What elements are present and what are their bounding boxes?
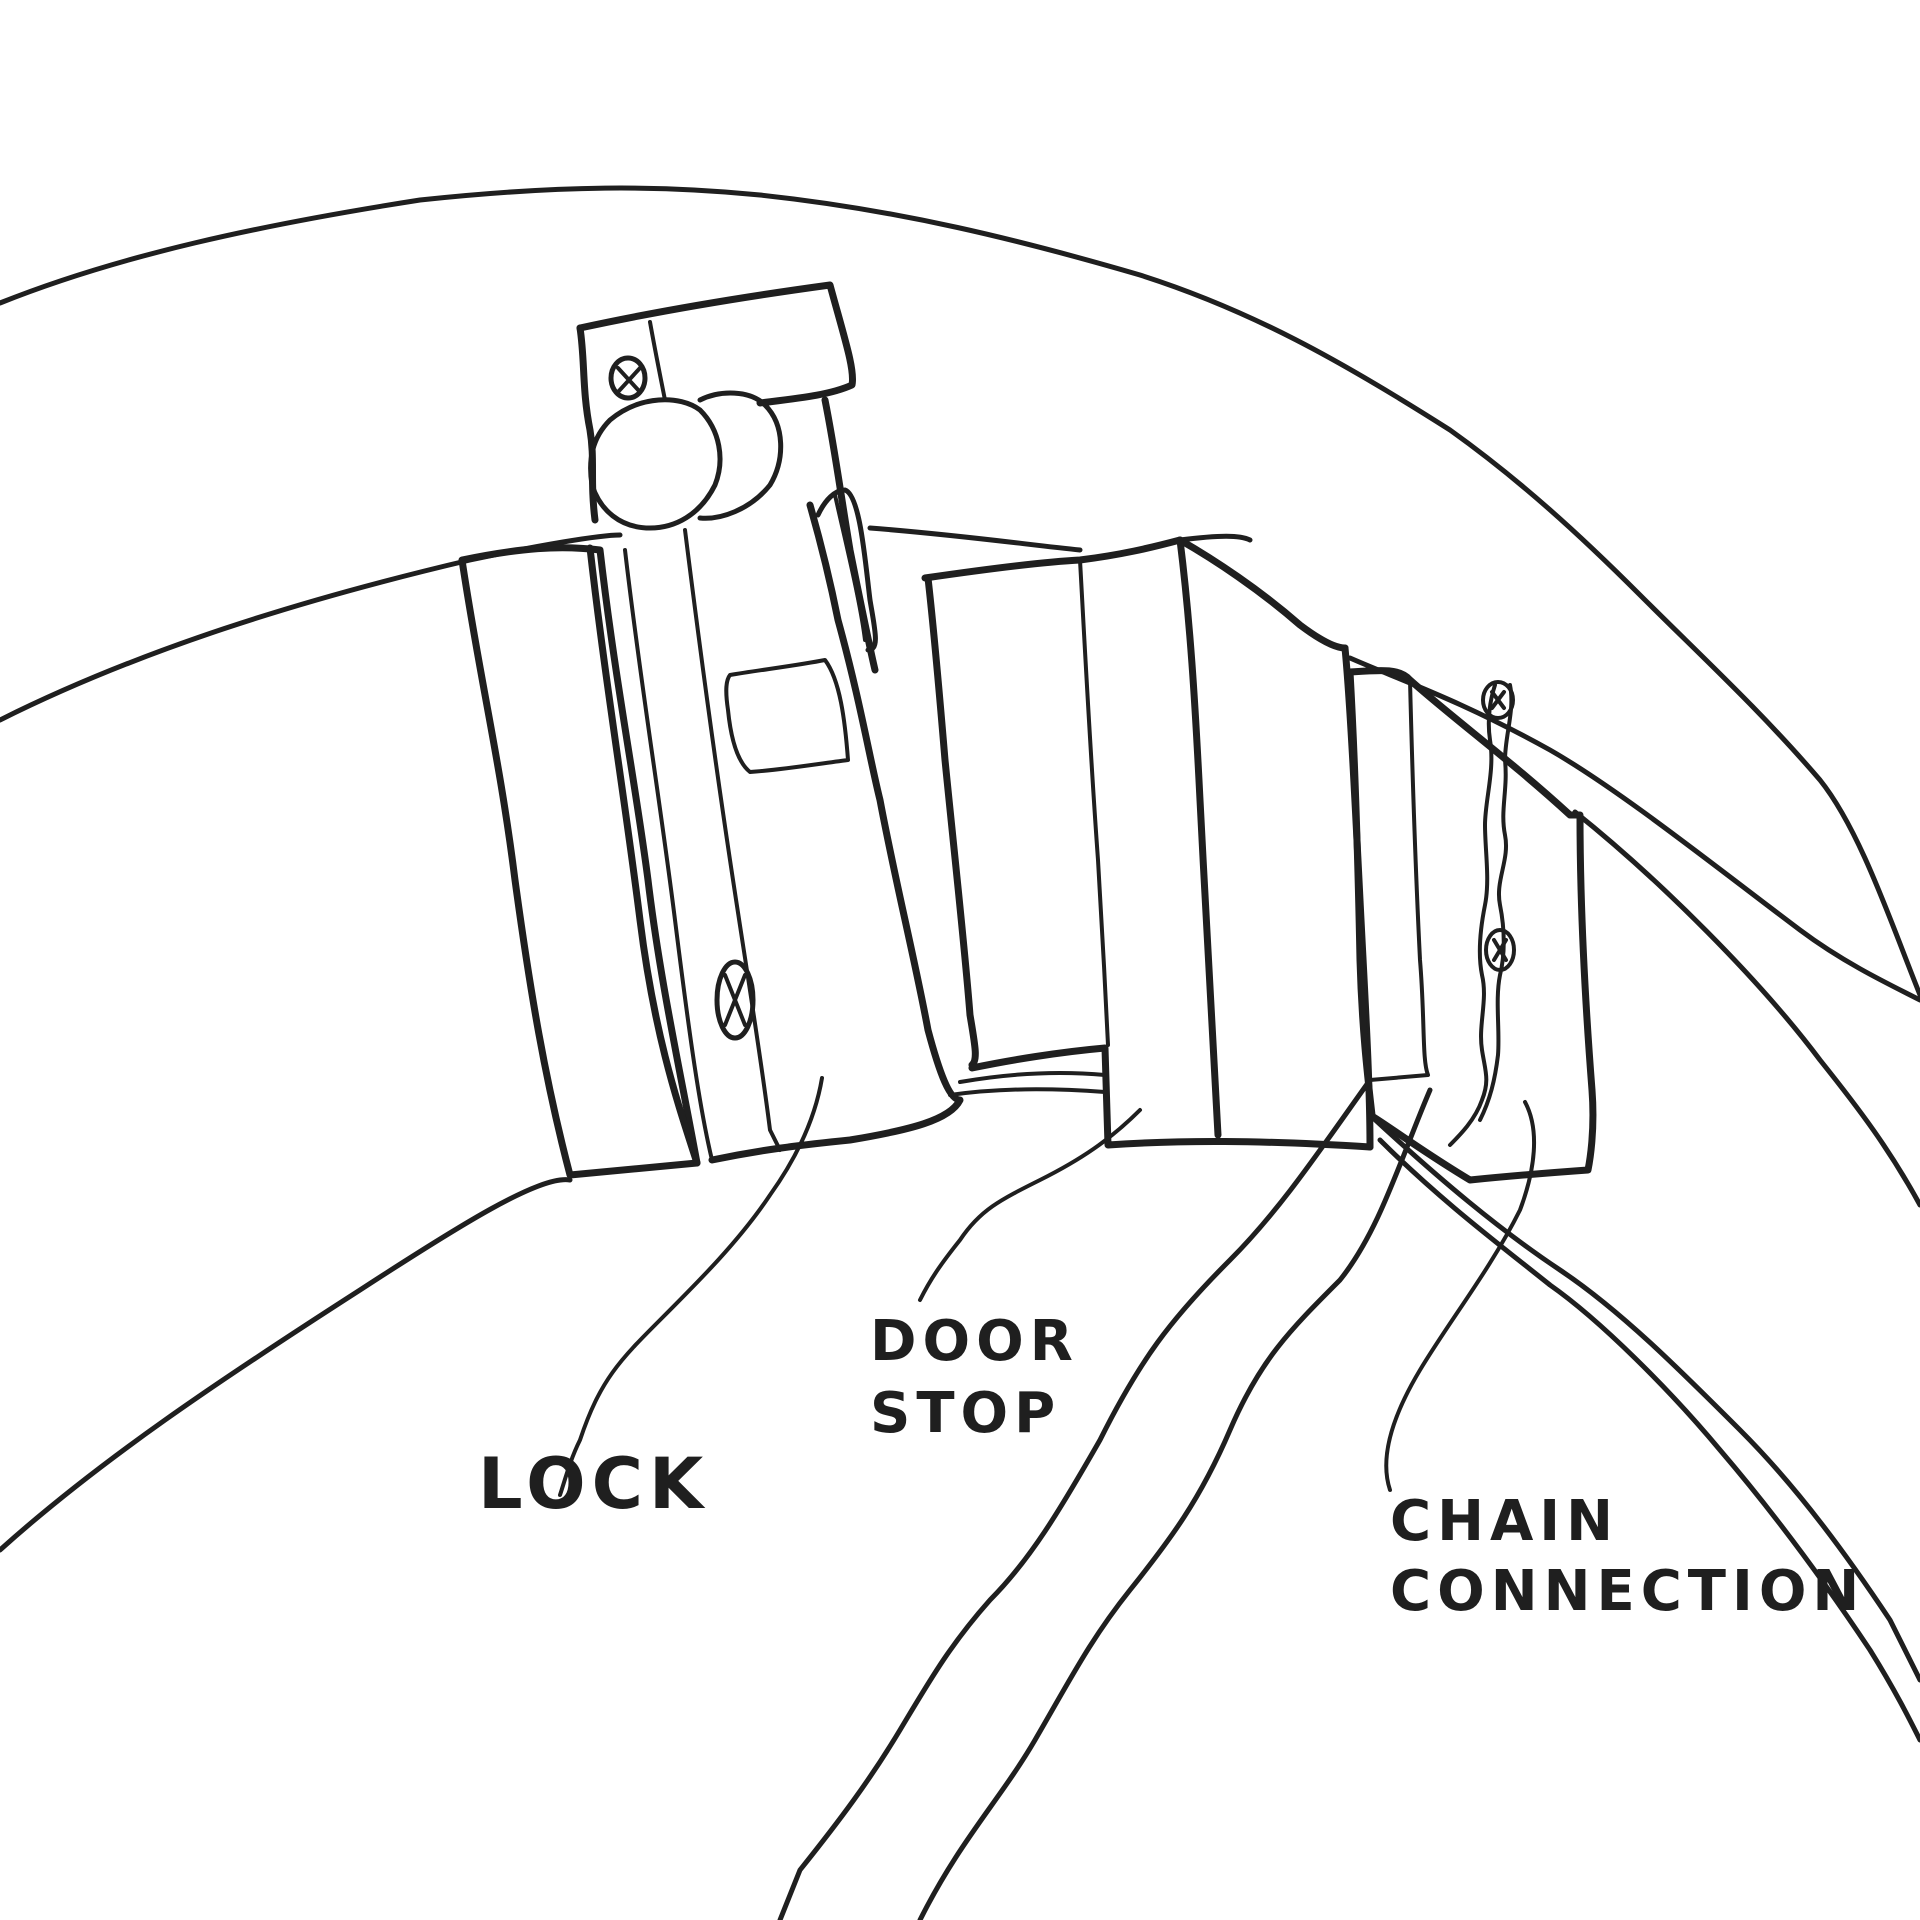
door-edge-arc xyxy=(0,525,1920,1003)
leader-lock xyxy=(558,1076,824,1497)
label-door-stop-2: STOP xyxy=(870,1381,1061,1446)
strip-left-2 xyxy=(917,1087,1433,1920)
label-door-stop-1: DOOR xyxy=(870,1309,1079,1374)
lock-housing-side xyxy=(821,396,879,674)
lock-housing-divider xyxy=(648,320,667,402)
strip-right xyxy=(1367,1112,1920,1683)
strip-right-2 xyxy=(1377,1137,1920,1743)
label-chain-2: CONNECTION xyxy=(1390,1559,1865,1624)
door-stop-inner xyxy=(1078,558,1110,1047)
notch xyxy=(724,658,850,774)
leader-door-stop xyxy=(918,1108,1142,1302)
chain-ring-top xyxy=(1481,680,1515,720)
door-stop-top xyxy=(921,536,1349,652)
knob xyxy=(588,397,723,531)
label-lock: LOCK xyxy=(478,1443,709,1525)
screw-top-left xyxy=(608,355,648,401)
chain-links xyxy=(1448,683,1497,1147)
chain-plate xyxy=(1346,667,1597,1184)
leader-chain xyxy=(1384,1100,1536,1492)
inner-right-arc xyxy=(1572,809,1920,1208)
door-stop-base2 xyxy=(948,1087,1107,1097)
lock-body-right xyxy=(708,501,964,1164)
chain-plate-inner xyxy=(1368,678,1430,1082)
latch-bolt-inner xyxy=(833,493,867,642)
knob-back xyxy=(697,390,784,521)
chain-ring-mid xyxy=(1484,928,1516,972)
door-stop-left xyxy=(924,574,979,1069)
chain-links-right xyxy=(1478,683,1514,1122)
strip-left xyxy=(777,1077,1373,1920)
door-stop-front xyxy=(1176,536,1222,1139)
lock-middle-plate-inner xyxy=(623,548,714,1162)
lock-middle-plate xyxy=(586,544,701,1167)
label-chain-1: CHAIN xyxy=(1390,1489,1619,1554)
outer-arc xyxy=(0,185,1920,998)
latch-bolt xyxy=(815,487,878,653)
lock-housing xyxy=(576,281,857,407)
screw-lower xyxy=(714,959,756,1041)
chain-plate-left xyxy=(1346,668,1376,1119)
lock-body xyxy=(683,528,782,1152)
bottom-arc xyxy=(0,1177,573,1553)
door-stop-bottom xyxy=(968,1044,1374,1151)
lock-left-plate xyxy=(458,544,701,1179)
door-stop-base xyxy=(958,1070,1107,1084)
